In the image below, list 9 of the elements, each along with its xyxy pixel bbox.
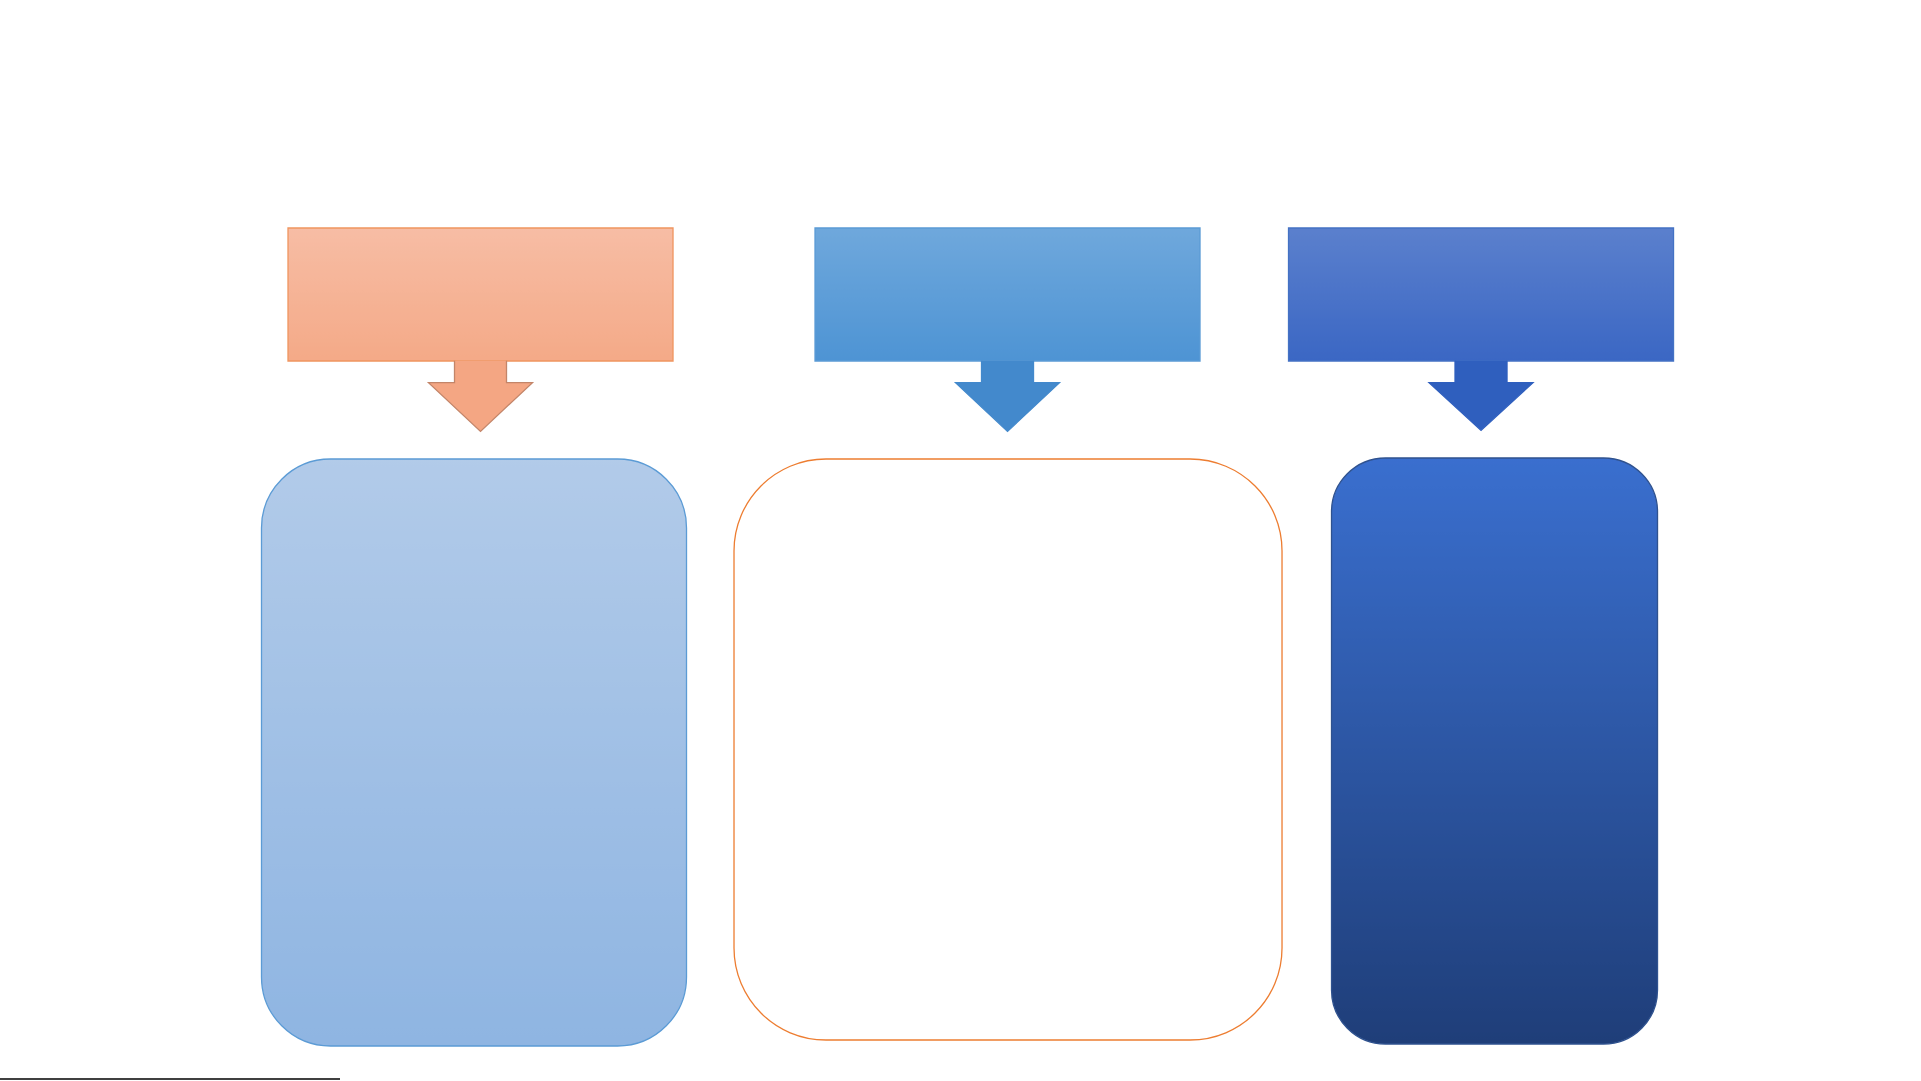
block-arrow: [426, 360, 535, 433]
header-box: [287, 227, 674, 362]
rounded-box: [733, 458, 1283, 1041]
block-arrow: [953, 360, 1062, 433]
header-box: [814, 227, 1201, 362]
rounded-box: [260, 458, 688, 1047]
rounded-box: [1330, 457, 1659, 1045]
header-box: [1287, 227, 1675, 362]
block-arrow: [1427, 360, 1535, 432]
